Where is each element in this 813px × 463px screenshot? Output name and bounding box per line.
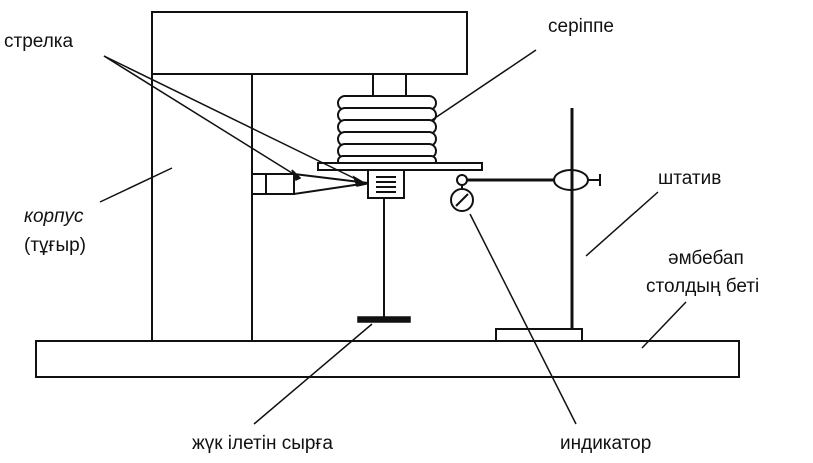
scale-block [367, 169, 405, 199]
label-seripe: серіппе [548, 16, 614, 37]
leader-stol-beti [641, 301, 687, 349]
pointer-needle [293, 172, 369, 196]
stand-base [495, 328, 583, 342]
label-strelka: стрелка [4, 31, 74, 52]
leader-zhuk-sirga [253, 323, 373, 425]
label-ambebap: әмбебап [668, 248, 744, 269]
weight-hook [357, 316, 411, 323]
label-shtativ: штатив [658, 168, 721, 189]
label-tugyr: (тұғыр) [24, 235, 86, 256]
leader-seripe [431, 49, 537, 121]
label-zhuk-sirga: жүк ілетін сырға [192, 433, 333, 454]
leader-shtativ [585, 191, 659, 257]
pointer-housing [251, 173, 295, 195]
label-stol-beti: столдың беті [646, 276, 759, 297]
leader-indikator [469, 213, 577, 425]
spring-plate [317, 162, 483, 171]
leader-korpus [99, 167, 173, 203]
spring-coils [337, 95, 437, 167]
column-body [151, 71, 253, 342]
spring-mount [372, 73, 407, 99]
label-indikator: индикатор [560, 433, 651, 454]
table-top [35, 340, 740, 378]
leader-strelka [103, 55, 301, 179]
top-crossbeam [151, 11, 468, 75]
label-korpus: корпус [24, 206, 84, 227]
leader-strelka-2 [103, 55, 367, 185]
